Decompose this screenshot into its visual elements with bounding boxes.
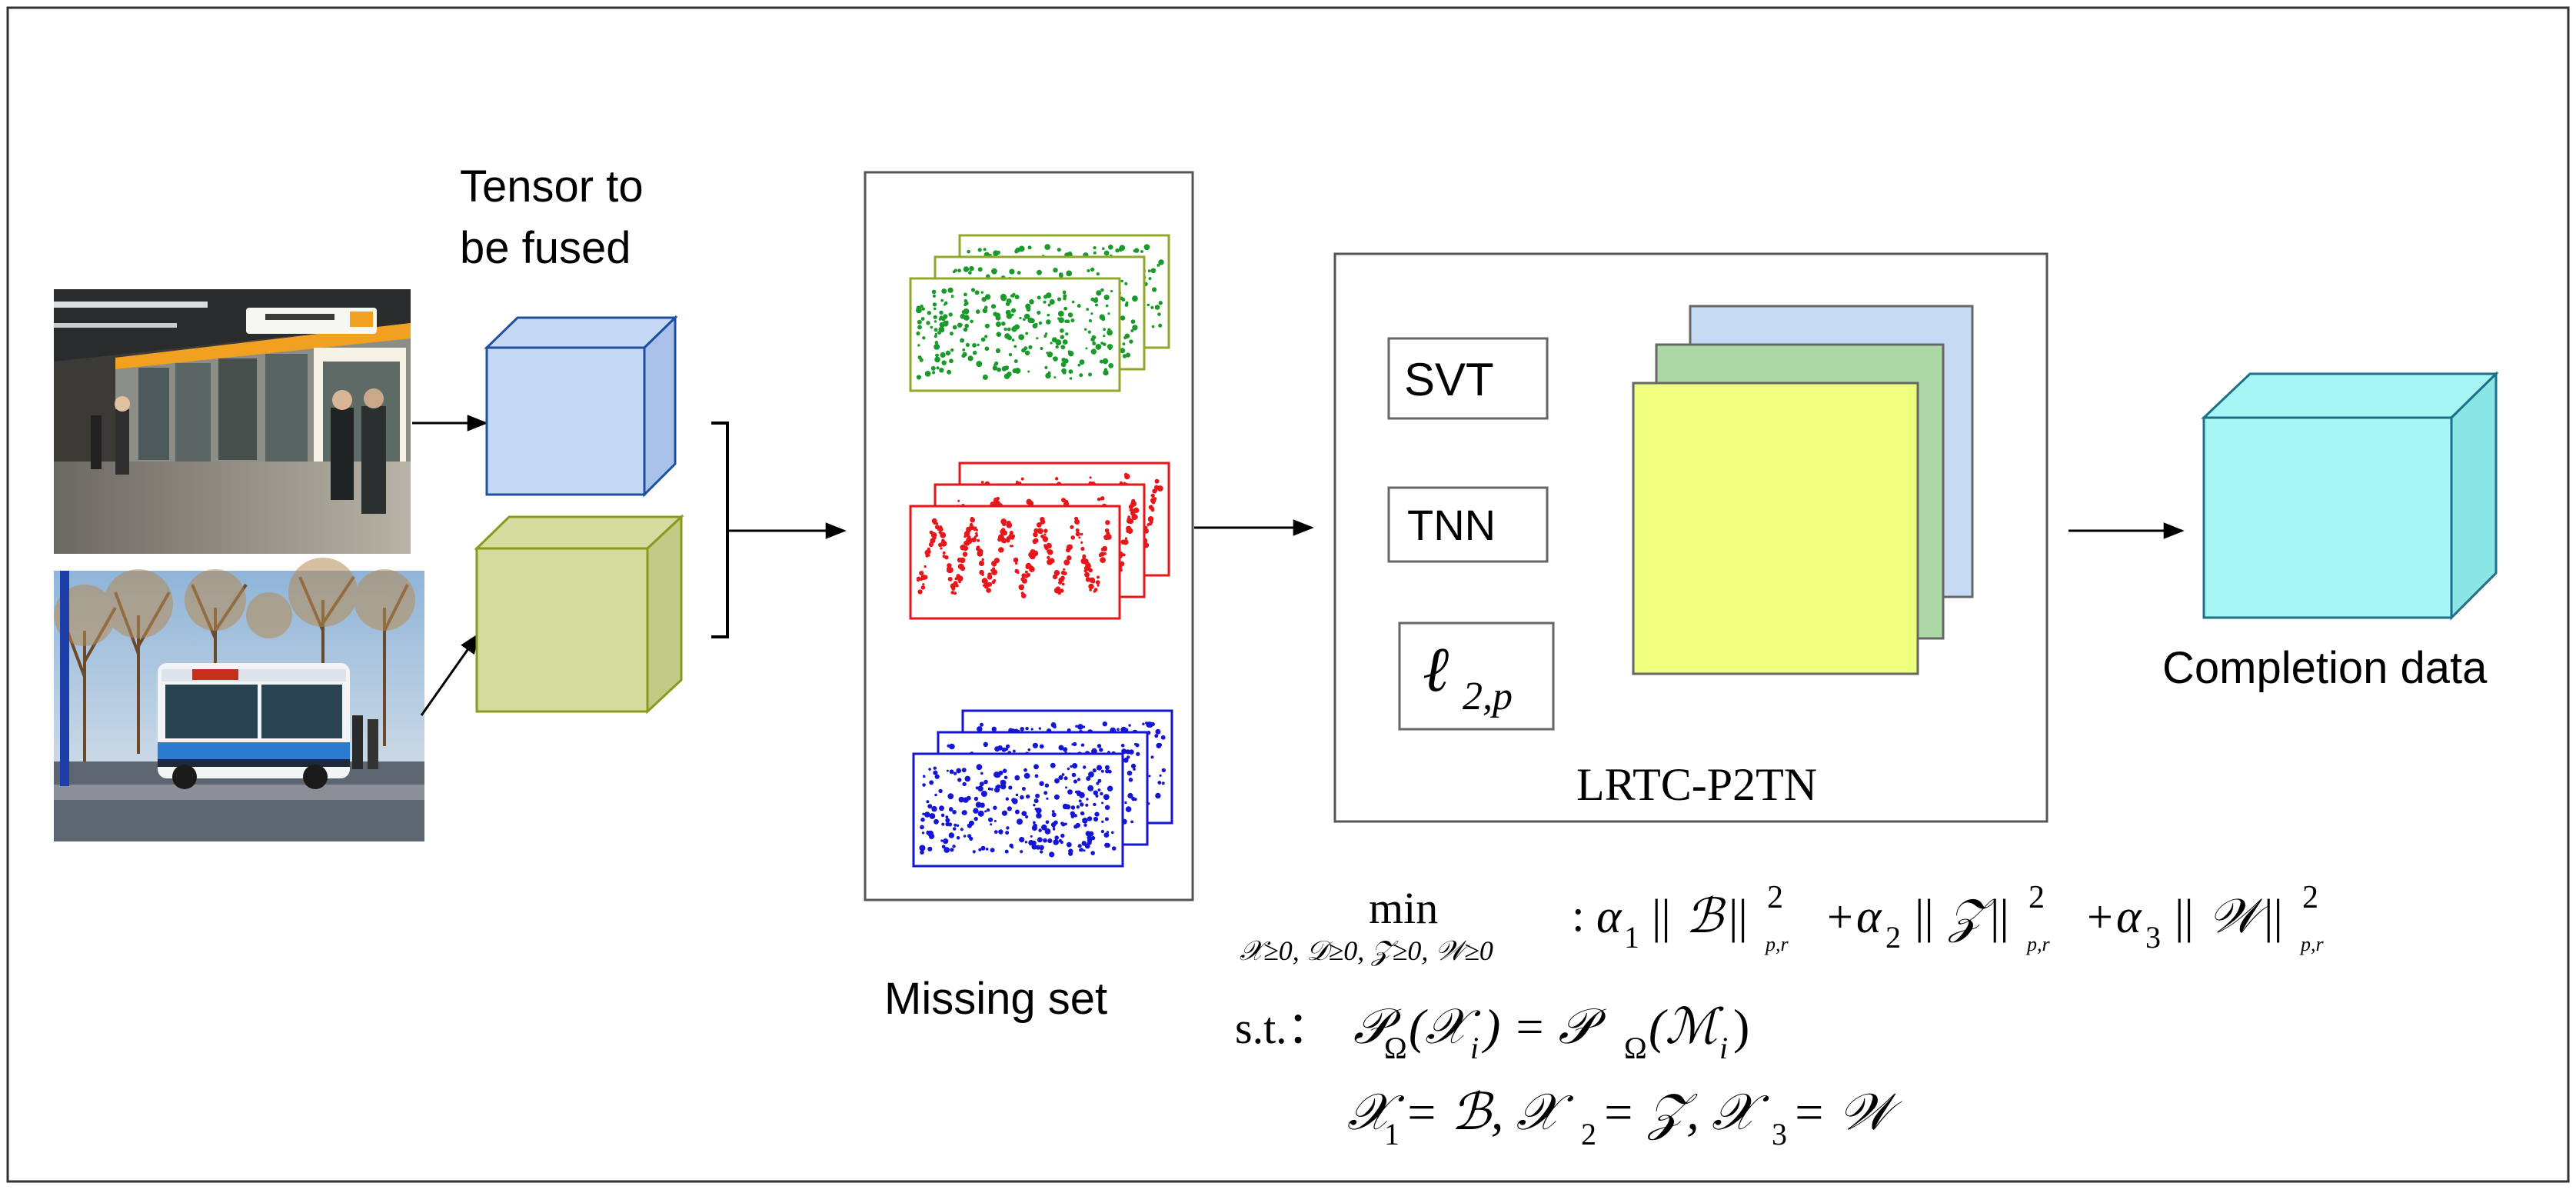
completion-label: Completion data <box>2162 643 2488 693</box>
eq-B-x: = ℬ, 𝒳 <box>1404 1085 1574 1141</box>
subway-photo <box>54 289 411 554</box>
arrow-bus-to-cube <box>420 632 480 716</box>
x1-subscript: 1 <box>1384 1117 1399 1151</box>
tensor-title-line1: Tensor to <box>460 162 644 212</box>
norm3-left: || <box>2175 891 2194 943</box>
subject-to-label: s.t.： <box>1235 1003 1332 1053</box>
tnn-box: TNN <box>1387 486 1549 563</box>
norm2-right: || <box>1990 891 2009 943</box>
x2-subscript: 2 <box>1581 1117 1596 1151</box>
norm2-sup: 2 <box>2029 880 2045 915</box>
svt-label: SVT <box>1404 354 1494 405</box>
tnn-label: TNN <box>1407 501 1496 549</box>
olive-tensor-cube <box>474 514 684 715</box>
bus <box>158 663 350 789</box>
objective-colon: : <box>1572 890 1585 941</box>
l2p-subscript: 2,p <box>1463 675 1513 718</box>
alpha1-sub: 1 <box>1624 920 1639 955</box>
missing-set-label: Missing set <box>884 974 1107 1024</box>
lrtc-method-name: LRTC-P2TN <box>1576 759 1817 810</box>
x3-subscript: 3 <box>1772 1117 1787 1151</box>
eq-W: = 𝒲 <box>1792 1085 1902 1141</box>
norm2-left: || <box>1915 891 1934 943</box>
missing-card-blue-3 <box>912 752 1124 868</box>
alpha3: α <box>2116 891 2142 943</box>
missing-card-green-3 <box>909 277 1121 392</box>
tensor-B: ℬ <box>1686 891 1726 943</box>
m-i-term: (ℳ <box>1649 999 1724 1054</box>
constraint-2: 𝒳 1 = ℬ, 𝒳 2 = 𝒵, 𝒳 3 = 𝒲 <box>1347 1085 1902 1151</box>
constraint-1: s.t.： 𝒫 Ω (𝒳 i ) = 𝒫 Ω (ℳ i ) <box>1235 999 1749 1065</box>
alpha3-sub: 3 <box>2145 920 2161 955</box>
norm3-sup: 2 <box>2302 880 2318 915</box>
min-operator: min <box>1369 883 1438 933</box>
min-constraints: 𝒳≥0, 𝒟≥0, 𝒵≥0, 𝒲≥0 <box>1240 935 1493 966</box>
eq-Z-x: = 𝒵, 𝒳 <box>1601 1085 1769 1141</box>
x-i-subscript: i <box>1470 1031 1479 1065</box>
l2p-symbol: ℓ <box>1423 635 1449 705</box>
norm2-sub: p,r <box>2025 933 2051 955</box>
outer-frame <box>6 6 2570 1183</box>
m-i-subscript: i <box>1719 1031 1728 1065</box>
missing-card-red-3 <box>909 505 1121 620</box>
close-paren: ) <box>1733 999 1749 1054</box>
norm1-left: || <box>1652 891 1671 943</box>
l2p-box: ℓ 2,p <box>1398 621 1555 731</box>
plus2: + <box>2087 891 2113 942</box>
norm3-sub: p,r <box>2299 933 2325 955</box>
alpha2: α <box>1856 891 1882 943</box>
tensor-title-line2: be fused <box>460 223 631 273</box>
norm1-sup: 2 <box>1767 880 1783 915</box>
blue-tensor-cube <box>484 315 678 498</box>
norm3-right: || <box>2264 891 2283 943</box>
alpha1: α <box>1596 891 1622 943</box>
equals-projection-right: ) = 𝒫 <box>1481 999 1607 1054</box>
omega-right: Ω <box>1624 1031 1647 1065</box>
norm1-right: || <box>1729 891 1748 943</box>
completion-cube <box>2201 371 2499 621</box>
bus-photo <box>54 558 424 841</box>
svt-box: SVT <box>1387 337 1549 420</box>
lrtc-layers <box>1632 305 1974 675</box>
omega-left: Ω <box>1384 1031 1407 1065</box>
plus1: + <box>1827 891 1853 942</box>
alpha2-sub: 2 <box>1885 920 1901 955</box>
norm1-sub: p,r <box>1764 933 1789 955</box>
missing-data-stacks <box>909 234 1173 868</box>
